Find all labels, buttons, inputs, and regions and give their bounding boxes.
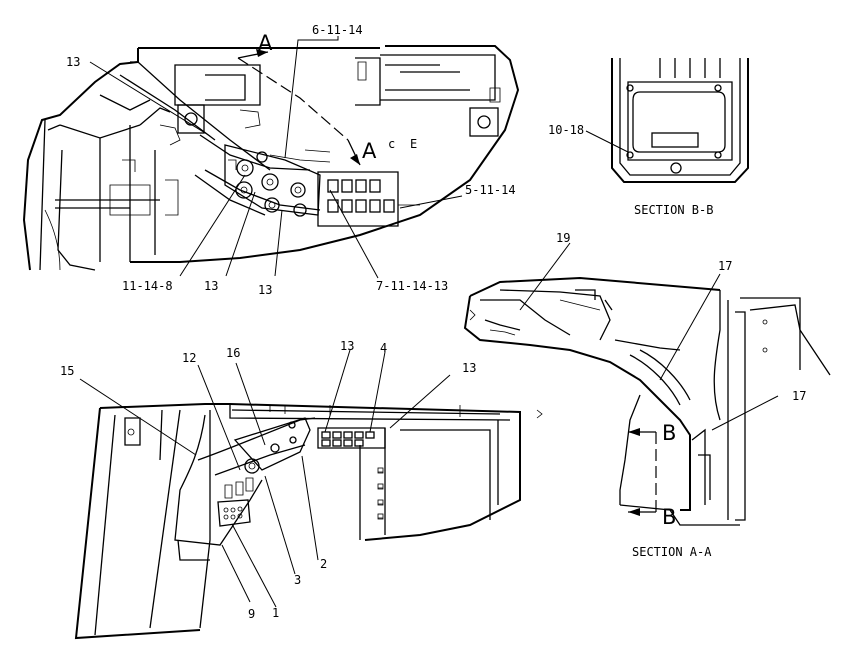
section-a-a-drawing (463, 276, 831, 526)
callout-3: 3 (294, 573, 301, 587)
section-b-b-drawing (611, 58, 749, 183)
callout-2: 2 (320, 557, 327, 571)
callout-17-top: 17 (718, 259, 732, 273)
rocker-switch-panel-bottom (317, 427, 386, 449)
callout-5-11-14: 5-11-14 (465, 183, 516, 197)
view-letter-b-top: B (662, 421, 676, 445)
callout-13-d: 13 (462, 361, 476, 375)
callout-7-11-14-13: 7-11-14-13 (376, 279, 448, 293)
callout-13-top: 13 (66, 55, 80, 69)
callout-13-c: 13 (340, 339, 354, 353)
callout-6-11-14: 6-11-14 (312, 23, 363, 37)
view-letter-a-top: A (258, 31, 273, 55)
callout-11-14-8: 11-14-8 (122, 279, 173, 293)
view-letter-b-bottom: B (662, 505, 676, 529)
callout-12: 12 (182, 351, 196, 365)
svg-text:E: E (410, 137, 417, 151)
callout-15: 15 (60, 364, 74, 378)
section-b-b-title: SECTION B-B (634, 203, 713, 217)
view-letters: A A B B (258, 31, 676, 529)
callout-17-right: 17 (792, 389, 806, 403)
callout-13-b: 13 (258, 283, 272, 297)
section-a-a-title: SECTION A-A (632, 545, 712, 559)
callout-1: 1 (272, 606, 279, 620)
callout-13-a: 13 (204, 279, 218, 293)
callout-labels: 13 6-11-14 5-11-14 7-11-14-13 11-14-8 13… (60, 23, 806, 621)
callout-16: 16 (226, 346, 240, 360)
svg-text:c: c (388, 137, 395, 151)
callout-19: 19 (556, 231, 570, 245)
console-assembly-drawing (74, 403, 543, 640)
callout-4: 4 (380, 341, 387, 355)
leader-lines (79, 36, 779, 608)
callout-10-18: 10-18 (548, 123, 584, 137)
callout-9: 9 (248, 607, 255, 621)
view-letter-a-mid: A (362, 139, 377, 163)
top-assembly-drawing: c E (22, 45, 520, 271)
rocker-switch-panel-top (317, 171, 420, 227)
